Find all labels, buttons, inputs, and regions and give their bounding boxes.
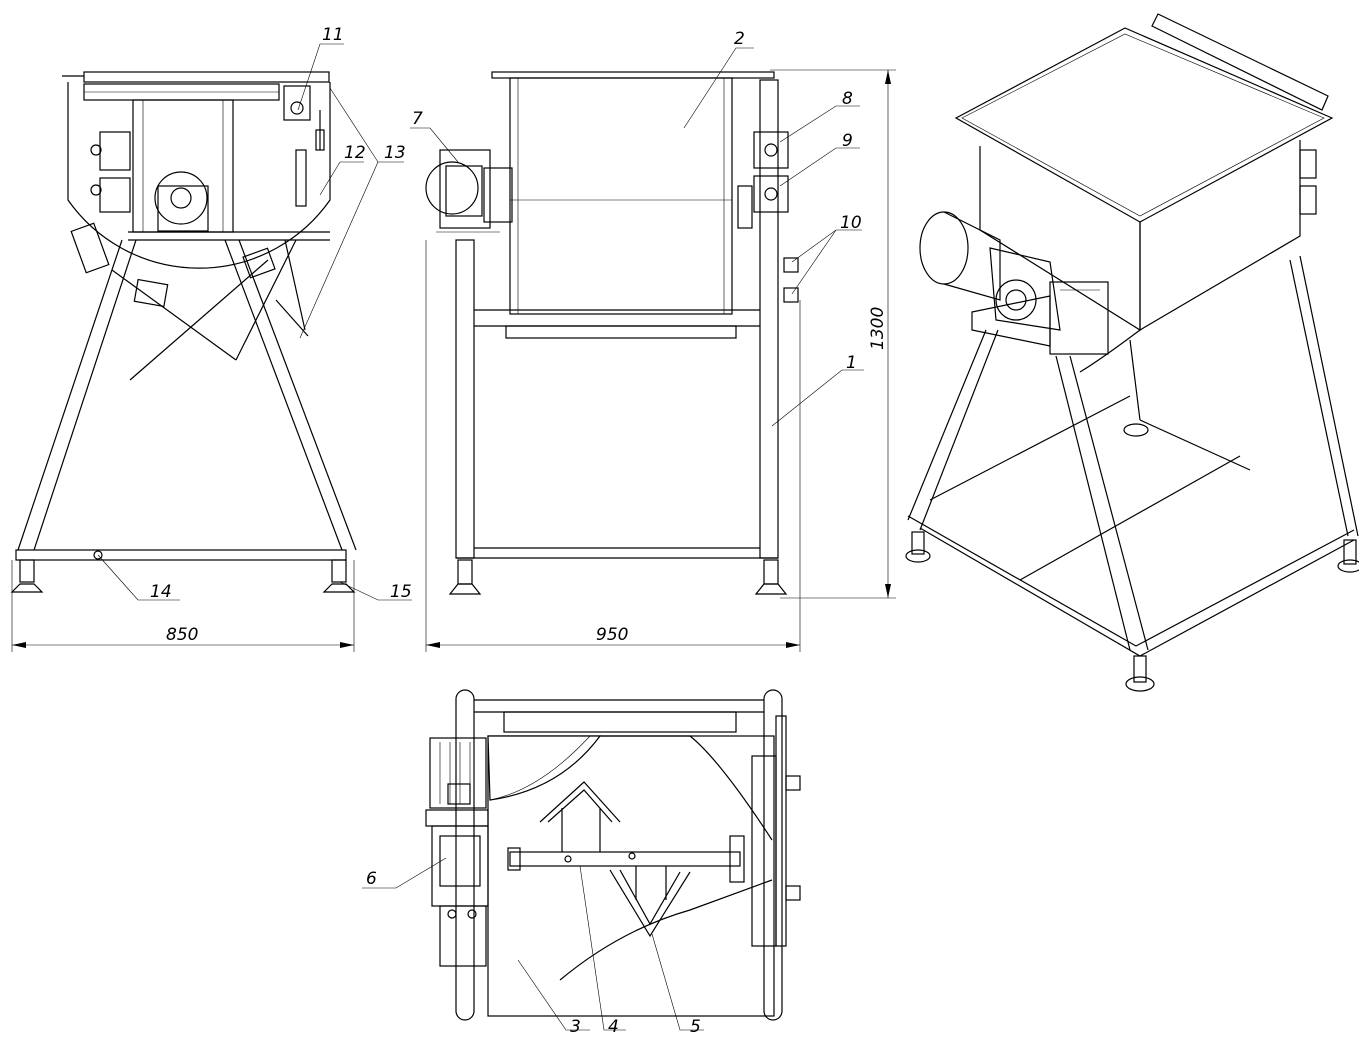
callout-5: 5 bbox=[690, 1017, 701, 1034]
callout-4: 4 bbox=[608, 1017, 619, 1034]
callout-2: 2 bbox=[734, 29, 745, 49]
callout-7: 7 bbox=[412, 109, 423, 129]
callout-10: 10 bbox=[840, 213, 862, 233]
dimension-lines bbox=[11, 69, 896, 652]
front-view bbox=[425, 71, 799, 595]
top-view bbox=[425, 689, 801, 1021]
callout-6: 6 bbox=[366, 869, 377, 889]
callout-3: 3 bbox=[570, 1017, 581, 1034]
callout-12: 12 bbox=[344, 143, 366, 163]
leader-lines bbox=[97, 43, 864, 1031]
callout-14: 14 bbox=[150, 582, 172, 602]
dimension-width-side: 850 bbox=[166, 625, 198, 645]
callout-13: 13 bbox=[384, 143, 406, 163]
callout-1: 1 bbox=[846, 353, 857, 373]
callout-8: 8 bbox=[842, 89, 853, 109]
callout-11: 11 bbox=[322, 25, 344, 45]
isometric-view bbox=[905, 13, 1359, 692]
dimension-width-front: 950 bbox=[596, 625, 628, 645]
side-view bbox=[10, 71, 357, 593]
callout-15: 15 bbox=[390, 582, 412, 602]
callout-9: 9 bbox=[842, 131, 853, 151]
dimension-height: 1300 bbox=[868, 307, 888, 350]
